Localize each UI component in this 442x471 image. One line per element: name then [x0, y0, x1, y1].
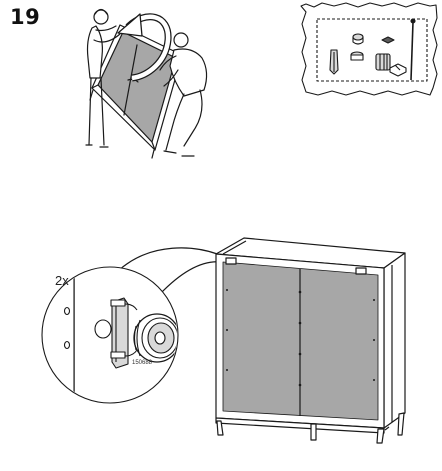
quantity-label: 2x [55, 273, 69, 288]
part-code-label: 150688 [132, 360, 153, 366]
step-number: 19 [10, 5, 41, 29]
curved-rotate-arrow-icon [117, 13, 172, 82]
